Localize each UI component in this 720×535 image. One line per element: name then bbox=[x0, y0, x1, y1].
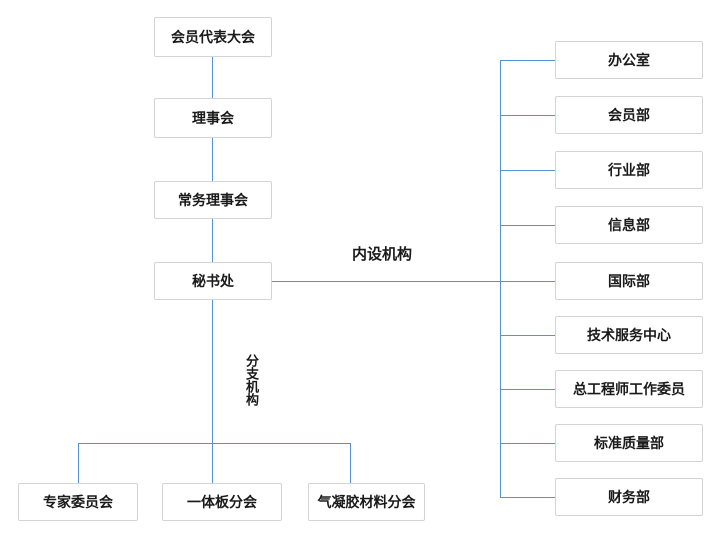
org-node-standing-council: 常务理事会 bbox=[154, 181, 272, 219]
connector-branch-horizontal bbox=[78, 443, 351, 444]
connector-stub-standards bbox=[500, 443, 555, 444]
connector-drop-expert-committee bbox=[78, 443, 79, 483]
connector-stub-tech-service bbox=[500, 335, 555, 336]
org-node-member-congress: 会员代表大会 bbox=[154, 17, 272, 57]
dept-node-industry: 行业部 bbox=[555, 151, 703, 189]
connector-stub-information bbox=[500, 225, 555, 226]
connector-drop-aerogel bbox=[350, 443, 351, 483]
org-node-secretariat: 秘书处 bbox=[154, 262, 272, 300]
dept-node-information: 信息部 bbox=[555, 206, 703, 244]
connector-stub-office bbox=[500, 60, 555, 61]
dept-node-finance: 财务部 bbox=[555, 478, 703, 516]
connector-stub-finance bbox=[500, 497, 555, 498]
dept-node-office: 办公室 bbox=[555, 41, 703, 79]
connector-council-standing bbox=[212, 138, 213, 181]
branch-node-aerogel-materials: 气凝胶材料分会 bbox=[308, 483, 425, 521]
dept-node-tech-service-center: 技术服务中心 bbox=[555, 316, 703, 354]
connector-congress-council bbox=[212, 57, 213, 98]
connector-standing-secretariat bbox=[212, 219, 213, 262]
dept-node-standards-quality: 标准质量部 bbox=[555, 424, 703, 462]
connector-secretariat-departments bbox=[272, 281, 555, 282]
connector-stub-membership bbox=[500, 115, 555, 116]
branch-node-integrated-board: 一体板分会 bbox=[162, 483, 282, 521]
connector-stub-industry bbox=[500, 170, 555, 171]
dept-node-international: 国际部 bbox=[555, 262, 703, 300]
internal-orgs-label: 内设机构 bbox=[352, 246, 413, 263]
org-node-council: 理事会 bbox=[154, 98, 272, 138]
branch-node-expert-committee: 专家委员会 bbox=[18, 483, 138, 521]
connector-secretariat-branches bbox=[212, 300, 213, 483]
branch-orgs-label: 分支机构 bbox=[244, 354, 259, 406]
dept-node-membership: 会员部 bbox=[555, 96, 703, 134]
connector-department-spine bbox=[500, 60, 501, 498]
connector-stub-chief-engineer bbox=[500, 389, 555, 390]
dept-node-chief-engineer-committee: 总工程师工作委员 bbox=[555, 370, 703, 408]
